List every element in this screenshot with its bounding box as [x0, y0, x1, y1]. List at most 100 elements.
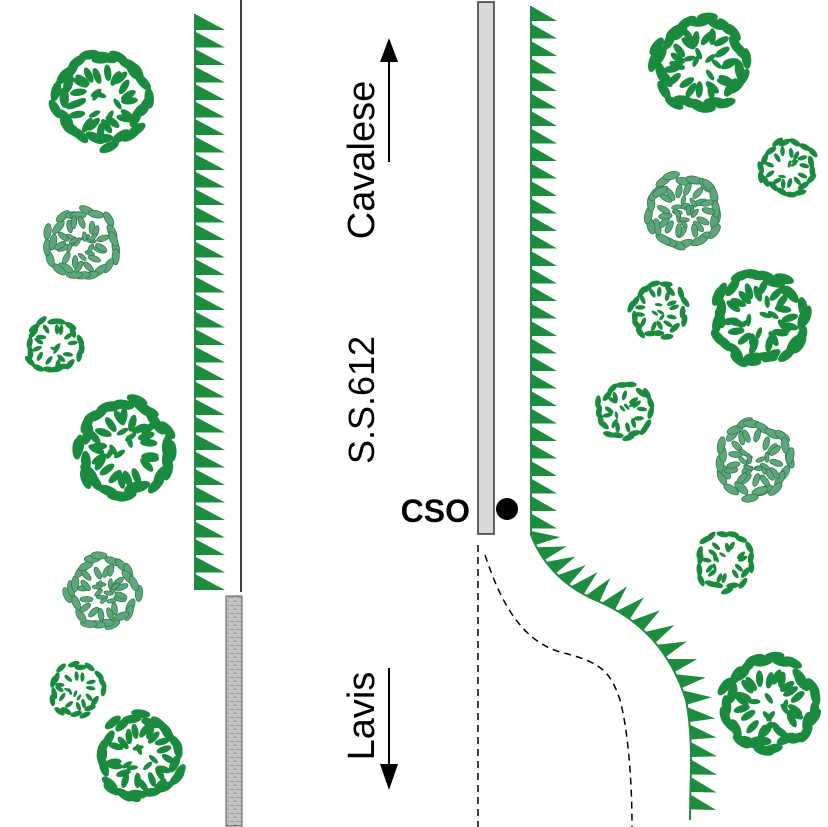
embankment-tooth [195, 241, 225, 258]
embankment-tooth [195, 154, 225, 170]
embankment-tooth [531, 111, 557, 126]
embankment-tooth [690, 794, 717, 810]
embankment-tooth [531, 163, 557, 179]
embankment-tooth [531, 181, 557, 196]
embankment-tooth [531, 198, 557, 214]
embankment-tooth [667, 658, 698, 673]
embankment-tooth [557, 565, 586, 585]
bush-icon [648, 12, 752, 113]
embankment-tooth [531, 251, 557, 266]
embankment-tooth [195, 171, 225, 188]
embankment-tooth [531, 321, 557, 336]
bush-icon [643, 171, 721, 251]
embankment-tooth [531, 461, 557, 476]
embankment-tooth [531, 513, 557, 529]
bush-icon [96, 709, 186, 803]
embankment-tooth [195, 14, 225, 30]
embankment-tooth [690, 776, 717, 793]
embankment-tooth [690, 759, 717, 775]
embankment-tooth [195, 49, 225, 65]
embankment-tooth [531, 338, 557, 354]
bush-icon [717, 651, 821, 756]
embankment-tooth [195, 364, 225, 380]
embankment-tooth [531, 391, 557, 406]
arrow-down-icon [380, 668, 398, 790]
bush-icon [710, 269, 812, 368]
embankment-tooth [601, 586, 627, 610]
bush-icon [49, 661, 107, 719]
embankment-tooth [536, 546, 567, 561]
embankment-tooth [195, 346, 225, 363]
bush-icon [715, 417, 795, 503]
embankment-tooth [531, 6, 557, 21]
bush-icon [757, 137, 818, 198]
embankment-tooth [531, 478, 557, 494]
embankment-tooth [195, 556, 225, 573]
right-embankment [530, 6, 717, 821]
embankment-tooth [195, 224, 225, 240]
embankment-tooth [531, 373, 557, 389]
embankment-tooth [195, 294, 225, 310]
embankment-tooth [195, 521, 225, 538]
left-retaining-wall [225, 595, 243, 827]
embankment-tooth [531, 268, 557, 284]
embankment-tooth [682, 690, 712, 705]
embankment-tooth [195, 119, 225, 135]
embankment-tooth [195, 31, 225, 48]
embankment-tooth [531, 76, 557, 91]
bush-icon [24, 316, 85, 373]
embankment-tooth [656, 641, 687, 657]
embankment-tooth [195, 276, 225, 293]
embankment-tooth [195, 84, 225, 100]
embankment-tooth [531, 146, 557, 161]
embankment-tooth [531, 233, 557, 249]
north-direction-label: Cavalese [341, 81, 383, 239]
embankment-tooth [531, 356, 557, 371]
bush-icon [696, 531, 755, 595]
point-marker-dot [496, 498, 518, 520]
bush-icon [627, 280, 690, 340]
embankment-tooth [195, 136, 225, 153]
left-embankment [194, 14, 225, 590]
embankment-tooth [195, 101, 225, 118]
embankment-tooth [195, 539, 225, 555]
embankment-tooth [195, 189, 225, 205]
embankment-tooth [687, 707, 716, 723]
embankment-tooth [531, 531, 561, 546]
south-direction-label: Lavis [341, 672, 383, 761]
embankment-tooth [531, 128, 557, 144]
embankment-tooth [675, 674, 706, 688]
embankment-tooth [531, 496, 557, 511]
embankment-tooth [545, 556, 576, 574]
embankment-tooth [195, 486, 225, 503]
embankment-tooth [195, 329, 225, 345]
embankment-tooth [531, 443, 557, 459]
embankment-tooth [570, 572, 598, 595]
bush-icon [62, 551, 144, 630]
bush-icon [595, 381, 655, 442]
embankment-tooth [195, 311, 225, 328]
embankment-tooth [195, 416, 225, 433]
embankment-tooth [617, 597, 645, 620]
dashed-channel-line [484, 554, 633, 827]
embankment-tooth [195, 66, 225, 83]
embankment-tooth [195, 259, 225, 275]
arrow-up-icon [380, 38, 398, 162]
embankment-tooth [195, 434, 225, 450]
embankment-tooth [195, 206, 225, 223]
bush-icon [43, 205, 121, 280]
embankment-tooth [531, 58, 557, 74]
point-marker-label: CSO [401, 493, 470, 529]
embankment-tooth [195, 381, 225, 398]
bush-icon [72, 394, 177, 502]
embankment-tooth [531, 286, 557, 301]
embankment-tooth [645, 625, 675, 643]
bush-icon [48, 49, 154, 154]
embankment-tooth [631, 610, 660, 631]
embankment-tooth [195, 469, 225, 485]
embankment-tooth [195, 451, 225, 468]
embankment-tooth [585, 578, 611, 602]
embankment-tooth [195, 574, 225, 590]
